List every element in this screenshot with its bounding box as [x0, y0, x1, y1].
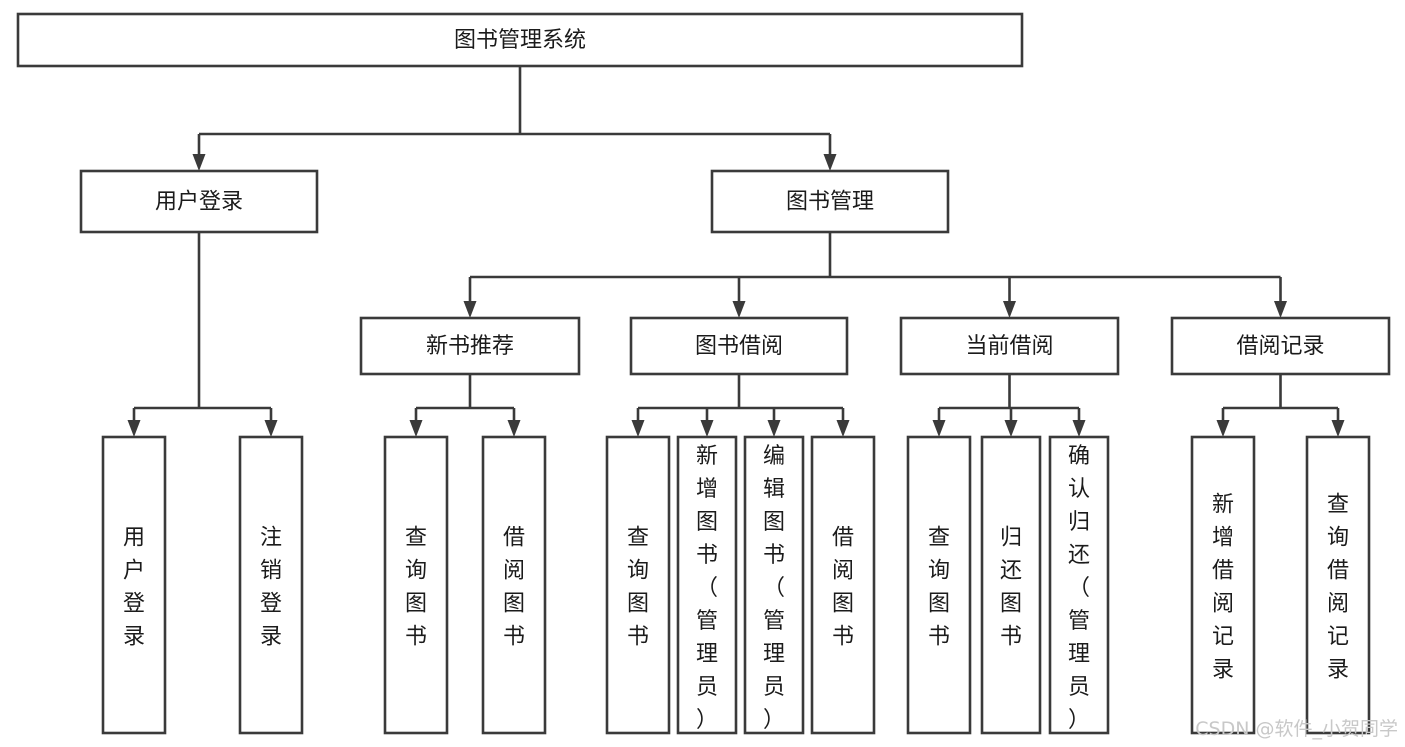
arrow-head-icon	[767, 420, 781, 437]
node-leaf-bb-add[interactable]: 新增图书（管理员）	[676, 435, 738, 735]
node-label-leaf-bb-edit: 编辑图书（管理员）	[763, 444, 785, 733]
node-box-leaf-br-add[interactable]	[1190, 435, 1256, 735]
node-leaf-bb-borrow[interactable]: 借阅图书	[810, 435, 876, 735]
arrow-head-icon	[1274, 301, 1287, 318]
node-new-book-rec[interactable]: 新书推荐	[359, 316, 581, 376]
arrow-head-icon	[823, 154, 837, 171]
connector-layer	[127, 66, 1345, 437]
node-label-leaf-rec-query: 查询图书	[405, 526, 427, 650]
node-borrow-record[interactable]: 借阅记录	[1170, 316, 1391, 376]
node-label-leaf-br-add: 新增借阅记录	[1212, 493, 1234, 683]
node-leaf-bb-query[interactable]: 查询图书	[605, 435, 671, 735]
node-box-new-book-rec[interactable]	[359, 316, 581, 376]
node-label-book-borrow: 图书借阅	[695, 334, 783, 359]
node-label-leaf-bb-borrow: 借阅图书	[832, 526, 854, 650]
arrow-head-icon	[1004, 420, 1018, 437]
node-label-leaf-bb-query: 查询图书	[627, 526, 649, 650]
connector-group-borrow-record	[1216, 374, 1345, 437]
node-box-leaf-user-logout[interactable]	[238, 435, 304, 735]
node-book-manage[interactable]: 图书管理	[710, 169, 950, 234]
arrow-head-icon	[1331, 420, 1345, 437]
node-leaf-rec-query[interactable]: 查询图书	[383, 435, 449, 735]
node-box-leaf-rec-borrow[interactable]	[481, 435, 547, 735]
node-leaf-cb-query[interactable]: 查询图书	[906, 435, 972, 735]
node-box-book-manage[interactable]	[710, 169, 950, 234]
node-label-leaf-cb-query: 查询图书	[928, 526, 950, 650]
node-box-leaf-bb-add[interactable]	[676, 435, 738, 735]
arrow-head-icon	[127, 420, 141, 437]
arrow-head-icon	[507, 420, 521, 437]
node-label-current-borrow: 当前借阅	[965, 334, 1053, 359]
connector-group-new-book-rec	[409, 374, 521, 437]
node-box-root[interactable]	[16, 12, 1024, 68]
node-layer: 图书管理系统用户登录图书管理新书推荐图书借阅当前借阅借阅记录用户登录注销登录查询…	[16, 12, 1391, 735]
node-box-leaf-br-query[interactable]	[1305, 435, 1371, 735]
node-current-borrow[interactable]: 当前借阅	[899, 316, 1120, 376]
node-label-leaf-cb-return: 归还图书	[1000, 526, 1022, 650]
node-label-book-manage: 图书管理	[786, 190, 874, 215]
arrow-head-icon	[1072, 420, 1086, 437]
node-label-leaf-user-logout: 注销登录	[260, 526, 282, 650]
arrow-head-icon	[1003, 301, 1016, 318]
connector-group-book-borrow	[631, 374, 850, 437]
arrow-head-icon	[192, 154, 206, 171]
watermark-label: CSDN @软件_小贺同学	[1195, 718, 1398, 740]
node-box-borrow-record[interactable]	[1170, 316, 1391, 376]
connector-group-user-login	[127, 232, 278, 437]
connector-group-book-manage	[463, 232, 1287, 318]
node-box-current-borrow[interactable]	[899, 316, 1120, 376]
node-leaf-user-login[interactable]: 用户登录	[101, 435, 167, 735]
node-leaf-user-logout[interactable]: 注销登录	[238, 435, 304, 735]
node-box-leaf-cb-query[interactable]	[906, 435, 972, 735]
arrow-head-icon	[463, 301, 477, 318]
node-leaf-br-query[interactable]: 查询借阅记录	[1305, 435, 1371, 735]
node-box-user-login[interactable]	[79, 169, 319, 234]
node-label-new-book-rec: 新书推荐	[426, 334, 514, 359]
node-leaf-br-add[interactable]: 新增借阅记录	[1190, 435, 1256, 735]
arrow-head-icon	[264, 420, 278, 437]
node-box-leaf-cb-return[interactable]	[980, 435, 1042, 735]
connector-group-current-borrow	[932, 374, 1086, 437]
arrow-head-icon	[631, 420, 645, 437]
node-box-leaf-user-login[interactable]	[101, 435, 167, 735]
arrow-head-icon	[700, 420, 714, 437]
node-label-user-login: 用户登录	[155, 190, 243, 215]
node-label-leaf-bb-add: 新增图书（管理员）	[696, 444, 718, 733]
node-box-leaf-cb-confirm[interactable]	[1048, 435, 1110, 735]
node-label-leaf-rec-borrow: 借阅图书	[503, 526, 525, 650]
node-book-borrow[interactable]: 图书借阅	[629, 316, 849, 376]
arrow-head-icon	[836, 420, 850, 437]
node-label-leaf-cb-confirm: 确认归还（管理员）	[1068, 444, 1090, 733]
arrow-head-icon	[1216, 420, 1230, 437]
node-label-borrow-record: 借阅记录	[1236, 334, 1324, 359]
node-leaf-cb-confirm[interactable]: 确认归还（管理员）	[1048, 435, 1110, 735]
node-box-leaf-bb-edit[interactable]	[743, 435, 805, 735]
node-box-leaf-bb-query[interactable]	[605, 435, 671, 735]
node-box-leaf-rec-query[interactable]	[383, 435, 449, 735]
arrow-head-icon	[932, 420, 946, 437]
connector-group-root	[192, 66, 837, 171]
node-root[interactable]: 图书管理系统	[16, 12, 1024, 68]
node-leaf-bb-edit[interactable]: 编辑图书（管理员）	[743, 435, 805, 735]
node-label-leaf-user-login: 用户登录	[123, 526, 145, 650]
node-leaf-rec-borrow[interactable]: 借阅图书	[481, 435, 547, 735]
node-label-root: 图书管理系统	[454, 28, 586, 53]
arrow-head-icon	[409, 420, 423, 437]
arrow-head-icon	[732, 301, 746, 318]
node-user-login[interactable]: 用户登录	[79, 169, 319, 234]
node-box-book-borrow[interactable]	[629, 316, 849, 376]
node-box-leaf-bb-borrow[interactable]	[810, 435, 876, 735]
node-leaf-cb-return[interactable]: 归还图书	[980, 435, 1042, 735]
node-label-leaf-br-query: 查询借阅记录	[1327, 493, 1349, 683]
